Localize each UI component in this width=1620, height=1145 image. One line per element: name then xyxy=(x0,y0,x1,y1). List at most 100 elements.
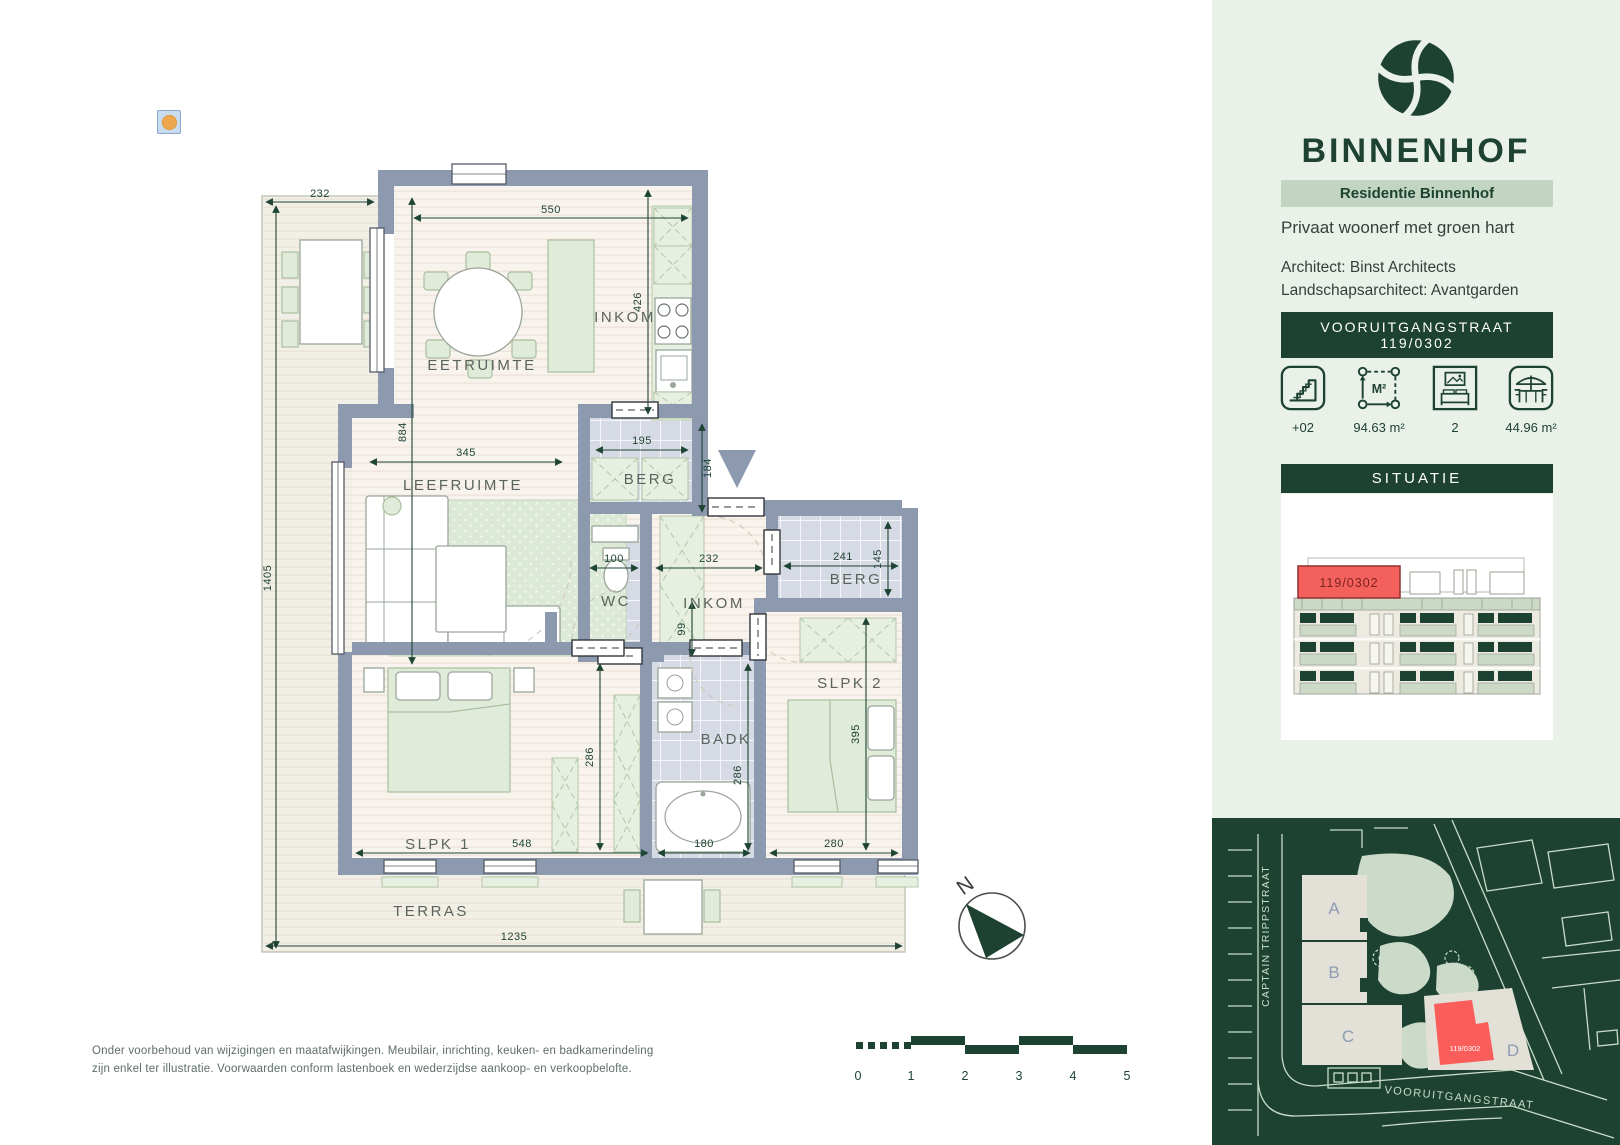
highlighted-unit: 119/0302 xyxy=(1297,565,1401,599)
dim-terrace-width: 232 xyxy=(265,188,375,206)
stat-area: M² 94.63 m² xyxy=(1346,364,1412,435)
street-left-label: CAPTAIN TRIPPSTRAAT xyxy=(1260,865,1272,1007)
building-b-label: B xyxy=(1328,963,1339,982)
svg-text:99: 99 xyxy=(676,622,688,635)
building-elevation: 119/0302 xyxy=(1293,557,1541,695)
bathroom-fixtures xyxy=(655,667,751,853)
area-icon: M² xyxy=(1357,366,1401,410)
dim-slpk2-depth: 395 xyxy=(850,617,870,851)
svg-text:N: N xyxy=(953,872,979,900)
stat-bedrooms: 2 xyxy=(1422,364,1488,435)
disclaimer-line2: zijn enkel ter illustratie. Voorwaarden … xyxy=(92,1063,632,1075)
svg-text:286: 286 xyxy=(584,747,596,767)
dim-berg2-depth: 145 xyxy=(872,521,892,597)
dim-wc-width: 100 xyxy=(589,553,639,572)
label-slpk2: SLPK 2 xyxy=(817,675,883,692)
room-labels: EETRUIMTE INKOM LEEFRUIMTE BERG WC INKOM… xyxy=(393,309,883,920)
site-highlighted-unit: 119/0302 xyxy=(1434,1000,1494,1065)
svg-text:100: 100 xyxy=(604,553,624,565)
address-badge: VOORUITGANGSTRAAT 119/0302 xyxy=(1281,312,1553,358)
dim-slpk1-width: 548 xyxy=(355,838,649,857)
label-wc: WC xyxy=(601,593,631,610)
bedroom-icon xyxy=(1432,365,1478,411)
site-map: 119/0302 A B C D CAPTAIN TRIPPSTRAAT VOO… xyxy=(1212,818,1620,1145)
dim-eetruimte-width: 550 xyxy=(413,204,689,222)
scale-bar: 0 1 2 3 4 5 xyxy=(855,1036,1131,1083)
svg-text:548: 548 xyxy=(512,838,532,850)
brand-title: BINNENHOF xyxy=(1301,132,1531,170)
stat-floor: +02 xyxy=(1270,364,1336,435)
kitchen-island xyxy=(547,239,595,373)
svg-text:0: 0 xyxy=(855,1069,862,1083)
dim-slpk2-width: 280 xyxy=(769,838,899,857)
svg-text:1: 1 xyxy=(908,1069,915,1083)
label-leefruimte: LEEFRUIMTE xyxy=(403,477,523,494)
dim-total-height: 1405 xyxy=(262,205,280,949)
landscape-architect-line: Landschapsarchitect: Avantgarden xyxy=(1281,282,1519,299)
compass-icon: N xyxy=(953,872,1026,960)
svg-text:232: 232 xyxy=(310,188,330,200)
green-areas xyxy=(1356,853,1479,1069)
svg-text:884: 884 xyxy=(397,422,409,442)
label-badk: BADK xyxy=(701,731,752,748)
dim-slpk1-depth: 286 xyxy=(584,663,604,851)
tagline: Privaat woonerf met groen hart xyxy=(1281,218,1515,237)
residence-badge: Residentie Binnenhof xyxy=(1281,180,1553,207)
terrace-table xyxy=(623,879,721,935)
building-c-label: C xyxy=(1342,1027,1354,1046)
svg-text:1235: 1235 xyxy=(501,931,527,943)
terrace-dining-table xyxy=(281,239,381,348)
kitchen-counter xyxy=(651,205,693,421)
label-berg1: BERG xyxy=(624,471,677,488)
watermark-stamp-icon xyxy=(157,110,181,134)
unit-stats: +02 M² 94.63 m² xyxy=(1270,364,1564,435)
dim-berg1-width: 195 xyxy=(595,435,689,454)
dim-hall-depth: 99 xyxy=(676,601,696,657)
credits: Architect: Binst Architects Landschapsar… xyxy=(1281,256,1601,302)
architect-line: Architect: Binst Architects xyxy=(1281,259,1456,276)
bedroom2-furniture xyxy=(787,617,897,813)
label-inkom-hall: INKOM xyxy=(683,595,745,612)
dim-badk-depth: 286 xyxy=(732,663,752,851)
hall-closet xyxy=(659,515,705,655)
info-sidebar: BINNENHOF Residentie Binnenhof Privaat w… xyxy=(1212,0,1620,818)
situatie-header: SITUATIE xyxy=(1281,464,1553,493)
svg-text:286: 286 xyxy=(732,765,744,785)
label-slpk1: SLPK 1 xyxy=(405,836,471,853)
binnenhof-logo-icon xyxy=(1374,36,1458,120)
svg-text:1405: 1405 xyxy=(262,565,274,591)
facade-floors xyxy=(1294,613,1540,695)
building-d-label: D xyxy=(1507,1041,1519,1060)
svg-text:195: 195 xyxy=(632,435,652,447)
svg-text:232: 232 xyxy=(699,553,719,565)
svg-text:5: 5 xyxy=(1124,1069,1131,1083)
dim-total-width: 1235 xyxy=(265,931,903,950)
entrance-door xyxy=(707,497,765,517)
svg-text:426: 426 xyxy=(632,292,644,312)
svg-text:280: 280 xyxy=(824,838,844,850)
svg-text:550: 550 xyxy=(541,204,561,216)
svg-text:M²: M² xyxy=(1372,382,1387,396)
stairs-icon xyxy=(1280,365,1326,411)
dim-leefruimte-width: 345 xyxy=(369,447,563,466)
dimensions: 232 1405 550 426 884 345 195 184 100 232… xyxy=(262,188,903,950)
terrace-icon xyxy=(1508,365,1554,411)
svg-text:180: 180 xyxy=(694,838,714,850)
floorplan-drawing: 232 1405 550 426 884 345 195 184 100 232… xyxy=(261,163,1131,1083)
dim-kitchen-depth: 426 xyxy=(632,189,652,415)
stat-terrace: 44.96 m² xyxy=(1498,364,1564,435)
dim-inkom-width: 232 xyxy=(655,553,763,572)
label-berg2: BERG xyxy=(830,571,883,588)
svg-text:184: 184 xyxy=(702,458,714,478)
dining-table xyxy=(423,251,537,379)
svg-text:241: 241 xyxy=(833,551,853,563)
svg-text:4: 4 xyxy=(1070,1069,1077,1083)
label-terras: TERRAS xyxy=(393,903,469,920)
entrance-arrow-icon xyxy=(718,450,756,488)
svg-text:145: 145 xyxy=(872,549,884,569)
storage-cabinets xyxy=(591,457,689,501)
disclaimer-line1: Onder voorbehoud van wijzigingen en maat… xyxy=(92,1045,654,1057)
svg-text:3: 3 xyxy=(1016,1069,1023,1083)
situatie-panel: 119/0302 xyxy=(1281,494,1553,740)
